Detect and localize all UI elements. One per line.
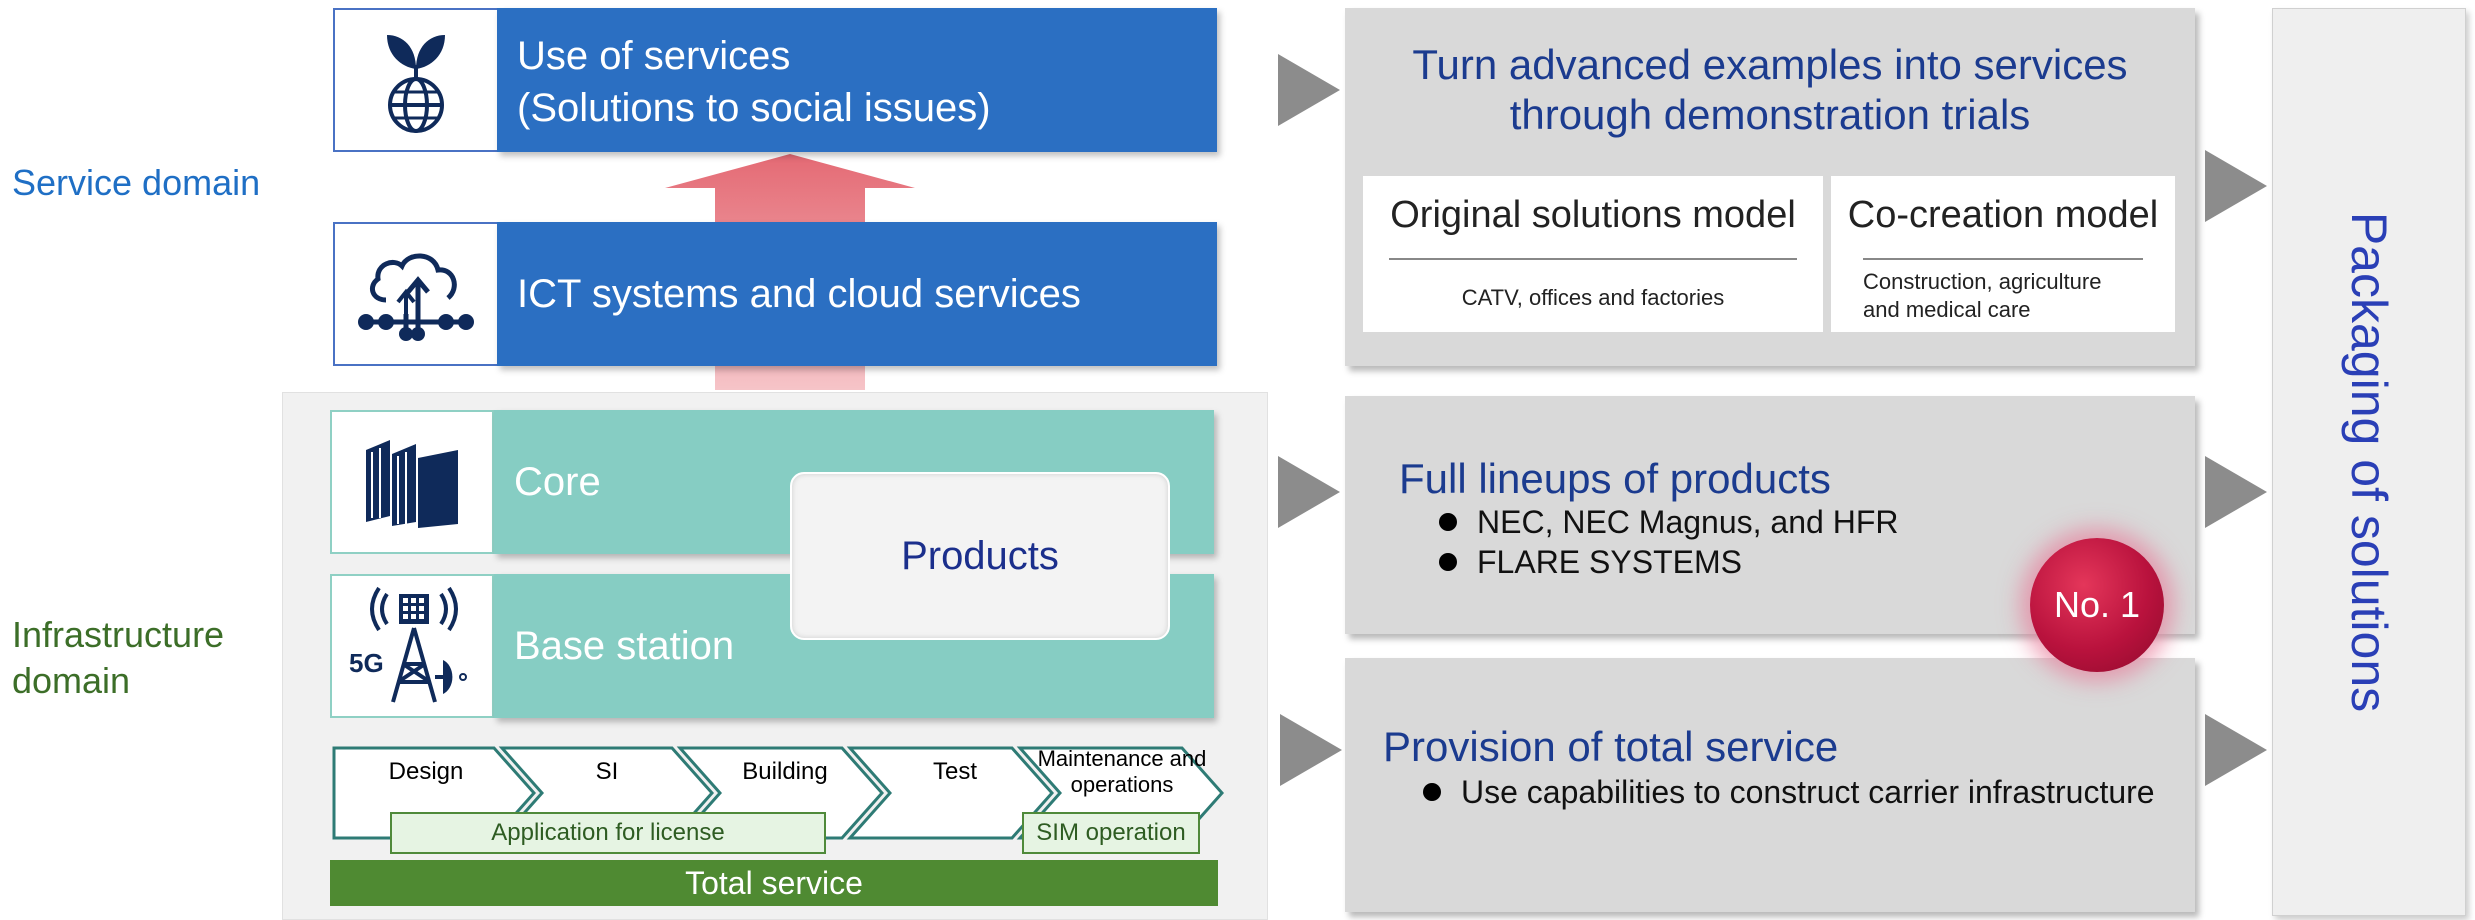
products-box: Products (790, 472, 1170, 640)
use-of-services-line2: (Solutions to social issues) (517, 86, 991, 130)
sim-operation-pill: SIM operation (1022, 812, 1200, 854)
original-solutions-card: Original solutions model CATV, offices a… (1363, 176, 1823, 332)
total-service-bar: Total service (330, 860, 1218, 906)
cocreation-divider (1863, 258, 2143, 260)
cloud-network-icon-box (333, 222, 499, 366)
cocreation-body-line2: and medical care (1863, 297, 2031, 322)
products-label: Products (901, 533, 1059, 578)
no1-badge: No. 1 (2030, 538, 2164, 672)
total-service-panel-title: Provision of total service (1383, 723, 1839, 770)
plant-globe-icon (387, 35, 445, 133)
cocreation-card: Co-creation model Construction, agricult… (1831, 176, 2175, 332)
ict-systems-bar: ICT systems and cloud services (497, 222, 1217, 366)
services-panel: Turn advanced examples into services thr… (1345, 8, 2195, 366)
base-station-label: Base station (514, 624, 735, 668)
products-panel-title: Full lineups of products (1399, 455, 1831, 502)
arrow-to-packaging-1 (2205, 150, 2267, 222)
server-rack-icon (366, 440, 458, 528)
products-bullet-1: NEC, NEC Magnus, and HFR (1439, 502, 1898, 542)
step-maintenance: Maintenance and operations (1037, 746, 1207, 797)
5g-icon-text: 5G (349, 648, 384, 678)
antenna-tower-icon-box: 5G (330, 574, 494, 718)
original-solutions-body: CATV, offices and factories (1461, 285, 1725, 310)
arrow-to-services-panel (1278, 54, 1340, 126)
plant-globe-icon-box (333, 8, 499, 152)
original-solutions-title: Original solutions model (1390, 194, 1796, 236)
packaging-panel: Packaging of solutions (2272, 8, 2466, 916)
cocreation-body-line1: Construction, agriculture (1863, 269, 2102, 294)
chevron-test (846, 746, 1055, 840)
server-rack-icon-box (330, 410, 494, 554)
step-test: Test (932, 758, 977, 785)
services-title-line1: Turn advanced examples into services (1412, 41, 2128, 88)
total-service-panel: Provision of total service Use capabilit… (1345, 658, 2195, 912)
products-bullet-2: FLARE SYSTEMS (1439, 542, 1742, 582)
antenna-tower-icon: 5G (349, 586, 467, 703)
infrastructure-domain-label: Infrastructure domain (12, 614, 225, 701)
arrow-to-products-panel (1278, 456, 1340, 528)
cloud-network-icon (358, 253, 474, 341)
original-divider (1389, 258, 1797, 260)
application-for-license-pill: Application for license (390, 812, 826, 854)
step-si: SI (595, 758, 619, 785)
total-service-bullet-1: Use capabilities to construct carrier in… (1423, 772, 2155, 812)
arrow-to-packaging-2 (2205, 456, 2267, 528)
services-title-line2: through demonstration trials (1509, 91, 2031, 138)
packaging-label: Packaging of solutions (2341, 211, 2397, 713)
arrow-to-packaging-3 (2205, 714, 2267, 786)
ict-systems-label: ICT systems and cloud services (517, 272, 1081, 316)
arrow-to-total-service-panel (1280, 714, 1342, 786)
service-domain-label: Service domain (12, 162, 261, 203)
use-of-services-bar: Use of services (Solutions to social iss… (497, 8, 1217, 152)
step-building: Building (742, 758, 828, 785)
step-design: Design (388, 758, 464, 785)
cocreation-title: Co-creation model (1847, 194, 2159, 236)
use-of-services-line1: Use of services (517, 34, 791, 78)
core-label: Core (514, 460, 601, 504)
